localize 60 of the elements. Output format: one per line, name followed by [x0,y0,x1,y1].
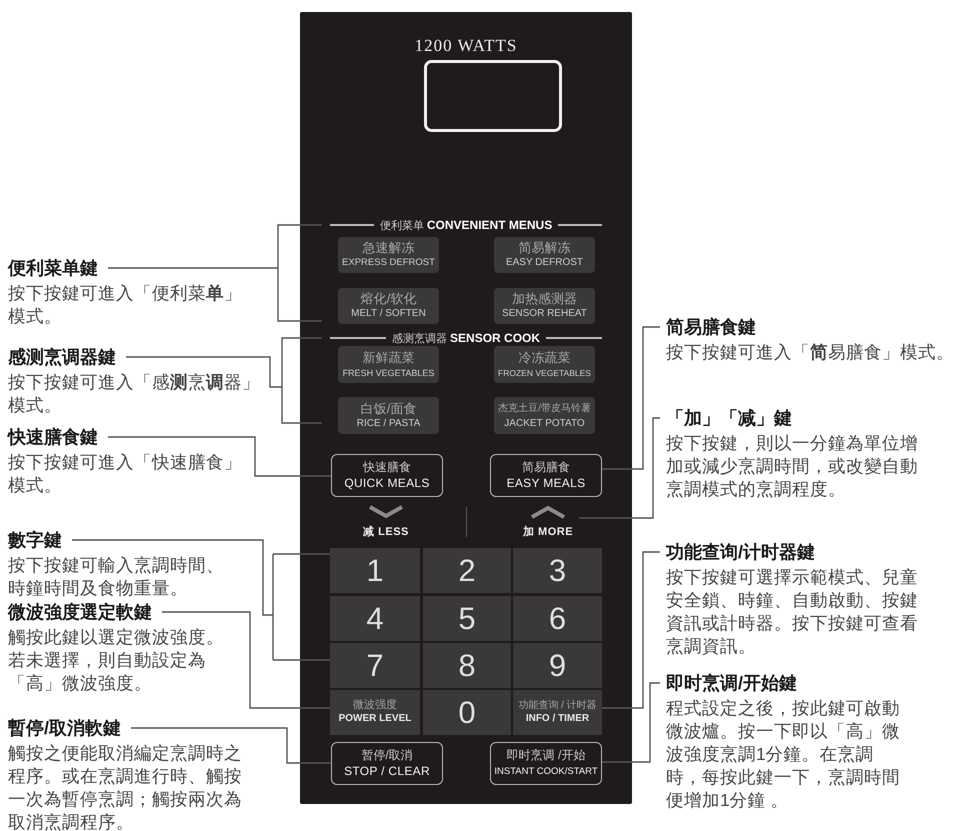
menu-button: 杰克土豆/带皮马铃薯 JACKET POTATO [494,397,595,434]
leader-line [71,539,331,661]
keypad-key: 6 [513,596,602,641]
annotation-text: 按下按鍵可輸入烹調時間、時鐘時間及食物重量。 [8,554,225,600]
keypad-key: 2 [423,548,511,593]
leader-line [602,551,660,709]
annotation-text: 按下按鍵可進入「便利菜单」模式。 [8,282,243,328]
annotation-heading: 暫停/取消軟鍵 [8,717,122,740]
leader-line [602,326,660,470]
keypad-key: 4 [330,596,420,641]
keypad-key: 3 [513,548,602,593]
more-key: 加 MORE [517,505,579,543]
keypad-key: 9 [513,643,602,688]
menu-button: 冷冻蔬菜 FROZEN VEGETABLES [494,346,595,383]
leader-line [125,337,323,424]
annotation-text: 按下按鍵，則以一分鐘為單位增加或減少烹調時間，或改變自動烹調模式的烹調程度。 [666,432,919,501]
leader-line [107,224,323,322]
leader-line [162,611,330,709]
annotation-heading: 感测烹调器鍵 [8,346,116,369]
leader-line [602,682,660,763]
keypad-key: 功能查询 / 计时器 INFO / TIMER [513,690,602,735]
menu-button: 新鲜蔬菜 FRESH VEGETABLES [338,346,439,383]
keypad-key: 8 [423,643,511,688]
annotation-text: 程式設定之後，按此鍵可啟動微波爐。按一下即以「高」微波強度烹調1分鐘。在烹調時，每按此鍵一下，烹調時間便增加1分鐘 。 [666,697,901,812]
annotation-text: 按下按鍵可進入「感测烹调器」模式。 [8,371,261,417]
keypad-key: 5 [423,596,511,641]
section-heading: 便利菜单 CONVENIENT MENUS [378,218,554,232]
keypad-key: 1 [330,548,420,593]
annotation-heading: 功能查询/计时器鍵 [666,541,816,564]
control-button: 快速膳食 QUICK MEALS [331,454,443,497]
menu-button: 简易解冻 EASY DEFROST [494,237,595,273]
annotation-heading: 简易膳食鍵 [666,316,756,339]
control-button: 暂停/取消 STOP / CLEAR [331,742,443,785]
annotation-text: 觸按之便能取消編定烹調時之程序。或在烹調進行時、觸按一次為暫停烹調；觸按兩次為取消烹調程序。 [8,742,243,831]
less-key: 减 LESS [355,505,417,543]
annotation-heading: 數字鍵 [8,529,62,552]
annotation-text: 觸按此鍵以選定微波強度。若未選擇，則自動設定為「高」微波強度。 [8,626,225,695]
leader-line [579,417,660,519]
control-button: 简易膳食 EASY MEALS [490,454,602,497]
annotation-heading: 即时烹调/开始鍵 [666,672,798,695]
annotation-heading: 便利菜单鍵 [8,257,98,280]
annotation-text: 按下按鍵可進入「简易膳食」模式。 [666,341,955,364]
leader-line [131,727,331,764]
menu-button: 白饭/面食 RICE / PASTA [338,397,439,434]
keypad-key: 微波强度 POWER LEVEL [330,690,420,735]
annotation-heading: 微波強度選定軟鍵 [8,601,152,624]
control-panel [300,12,632,804]
keypad-key: 0 [423,690,511,735]
annotation-heading: 快速膳食鍵 [8,426,98,449]
keypad-key: 7 [330,643,420,688]
menu-button: 熔化/软化 MELT / SOFTEN [338,288,439,324]
menu-button: 加热感测器 SENSOR REHEAT [494,288,595,324]
control-button: 即时烹调 /开始 INSTANT COOK/START [490,742,602,785]
panel-heading: 1200 WATTS [414,36,518,56]
section-heading: 感测烹调器 SENSOR COOK [390,330,542,346]
annotation-text: 按下按鍵可進入「快速膳食」模式。 [8,451,243,497]
leader-line [108,436,331,477]
annotation-heading: 「加」「减」鍵 [666,407,792,430]
menu-button: 急速解冻 EXPRESS DEFROST [338,237,439,273]
annotation-text: 按下按鍵可選擇示範模式、兒童安全鎖、時鐘、自動啟動、按鍵資訊或計時器。按下按鍵可查看烹調資訊。 [666,566,919,658]
